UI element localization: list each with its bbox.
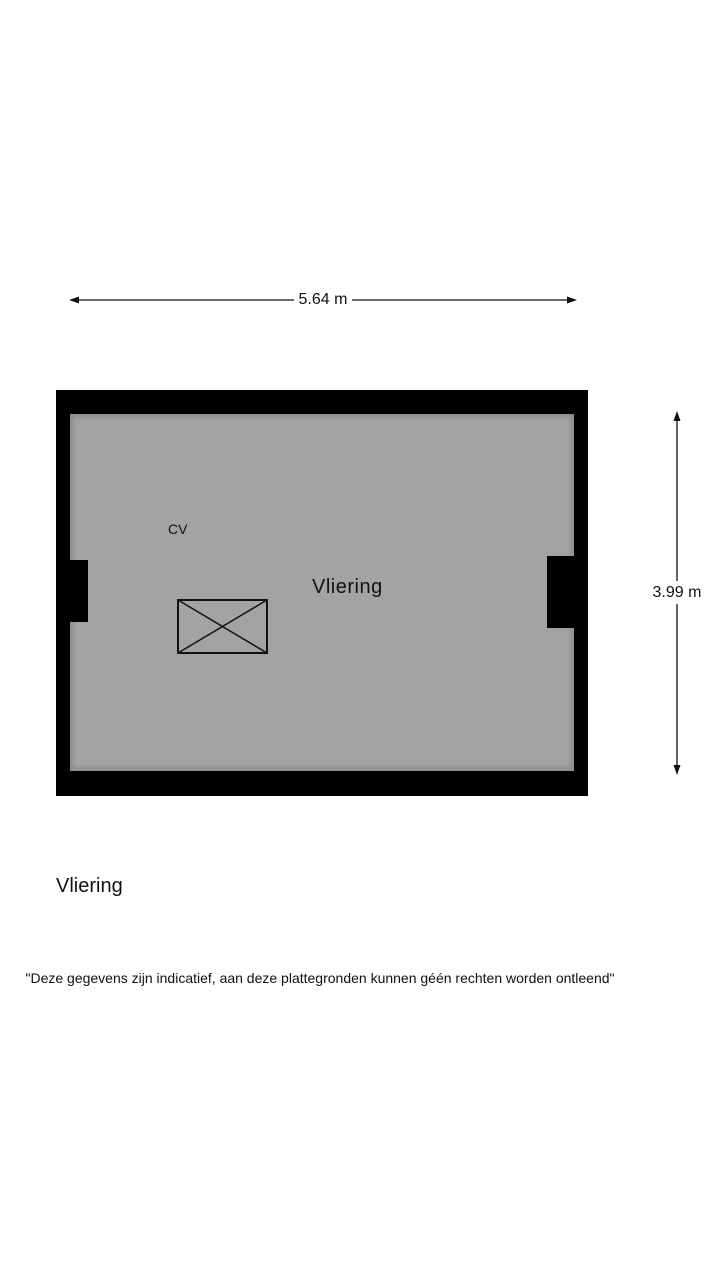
width-dimension: 5.64 m [68,288,578,312]
height-dimension: 3.99 m [640,410,714,776]
disclaimer-text: "Deze gegevens zijn indicatief, aan deze… [25,970,615,986]
room-floor [70,414,574,771]
cv-label: CV [168,521,188,537]
left-wall-pillar [68,560,88,622]
room-name-label: Vliering [312,576,383,598]
cv-unit-symbol [177,599,268,654]
height-dimension-label: 3.99 m [652,581,702,604]
width-dimension-label: 5.64 m [293,291,353,308]
floor-plan-drawing [56,390,588,796]
right-wall-pillar [547,556,574,628]
floor-plan: CV Vliering [56,390,588,796]
floor-name: Vliering [56,875,123,897]
